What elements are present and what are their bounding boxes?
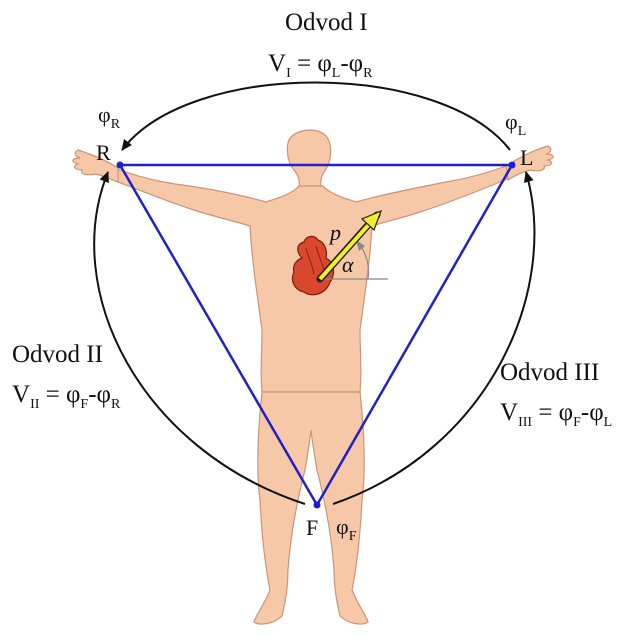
lead-II-equation: VII = φF-φR [12,381,121,412]
lead-III-title: Odvod III [500,359,599,386]
lead-I-arc [121,81,511,151]
node-F-letter: F [306,515,318,540]
angle-alpha-label: α [342,252,354,277]
lead-III-arc [332,171,536,505]
node-F-phi: φF [336,514,357,544]
lead-arcs [93,81,536,505]
node-L-phi: φL [505,109,526,139]
node-R-point [116,161,124,169]
angle-reference [320,240,388,280]
node-R-label: φR R [96,102,121,165]
triangle-side-left [118,164,319,506]
node-R-phi: φR [98,102,121,132]
left-hand [505,145,554,182]
node-L-point [508,161,516,169]
lead-I-label: Odvod I VI = φL-φR [268,9,373,81]
triangle-side-right [315,164,514,506]
lead-I-title: Odvod I [285,9,368,36]
angle-arc [361,247,370,280]
heart-vector-p [316,209,383,283]
human-body-figure [72,129,554,625]
legs [253,391,369,625]
head [286,129,332,188]
node-L-letter: L [520,145,533,170]
lead-II-title: Odvod II [12,341,103,368]
lead-III-label: Odvod III VIII = φF-φL [500,359,612,430]
node-L-label: φL L [505,109,533,170]
lead-II-label: Odvod II VII = φF-φR [12,341,121,412]
einthoven-triangle [118,163,514,506]
node-R-letter: R [96,140,111,165]
lead-II-arc [93,171,306,505]
node-F-point [313,501,321,509]
vector-p-label: p [328,220,341,245]
lead-I-equation: VI = φL-φR [268,50,373,81]
node-F-label: F φF [306,514,357,544]
lead-III-equation: VIII = φF-φL [500,399,612,430]
